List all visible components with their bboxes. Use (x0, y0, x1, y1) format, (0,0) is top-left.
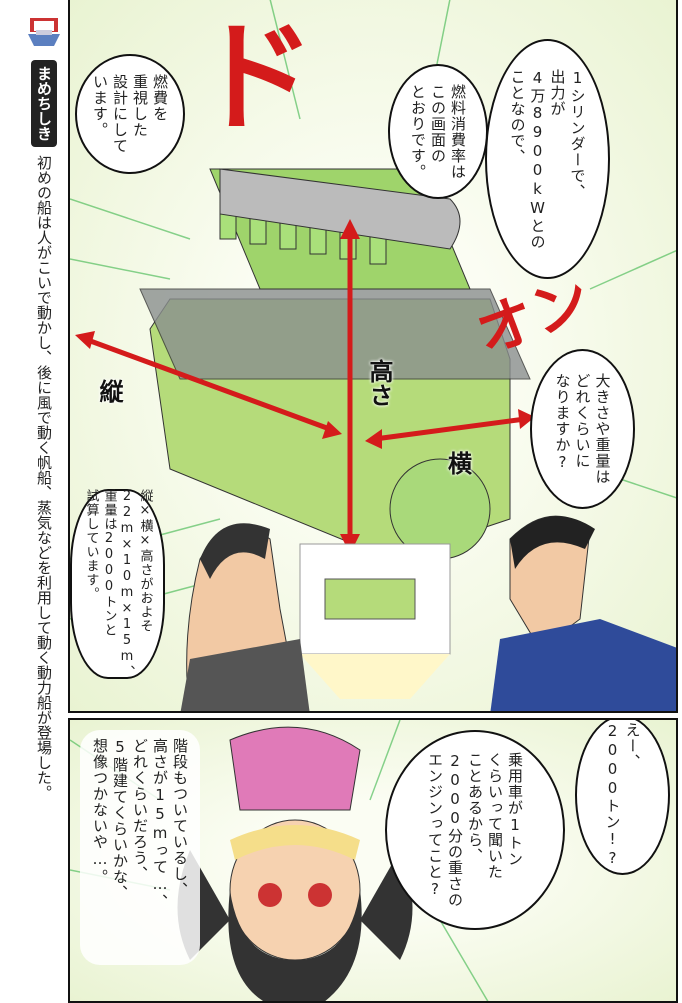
bubble-line: ことあるから、 (466, 752, 484, 864)
thought-text-stairs: 階段もついているし、高さが15mって…、どれくらいだろう、5階建てくらいかな、想… (80, 730, 200, 965)
bubble-line: 燃費を (151, 74, 169, 122)
speech-bubble-car: 乗用車が1トンくらいって聞いたことあるから、2000分の重さのエンジンってこと? (385, 730, 565, 930)
bubble-line: えー、 (623, 722, 642, 770)
bubble-line: 2000分の重さの (446, 752, 464, 908)
speech-bubble-design: 燃費を重視した設計にしています。 (75, 54, 185, 174)
bubble-line: 縦×横×高さがおよそ (137, 489, 153, 633)
bubble-line: 乗用車が1トン (506, 752, 524, 867)
bubble-line: 燃料消費率は (449, 83, 467, 180)
bubble-line: くらいって聞いた (486, 752, 504, 880)
bubble-line: います。 (91, 74, 109, 138)
bubble-line: どれくらいだろう、 (131, 738, 149, 882)
speech-bubble-surprise: えー、2000トン!? (575, 720, 670, 875)
engine-illustration (70, 0, 676, 711)
bubble-line: 5階建てくらいかな、 (111, 738, 129, 901)
bubble-line: 1シリンダーで、 (568, 68, 587, 200)
bubble-line: 階段もついているし、 (171, 738, 189, 898)
speech-bubble-fuel: 燃料消費率はこの画面のとおりです。 (388, 64, 488, 199)
bubble-line: 重量は2000トンと (101, 489, 117, 637)
panel-girl-reaction: えー、2000トン!? 乗用車が1トンくらいって聞いたことあるから、2000分の… (68, 718, 678, 1003)
bubble-line: 2000トン!? (603, 722, 622, 868)
ship-logo-icon (28, 18, 60, 46)
bubble-line: とおりです。 (409, 83, 427, 180)
sidebar: まめちしき 初めの船は人がこいで動かし、後に風で動く帆船、蒸気などを利用して動く… (0, 0, 68, 1000)
bubble-line: どれくらいに (573, 373, 592, 469)
bubble-line: この画面の (429, 83, 447, 164)
sidebar-trivia-text: 初めの船は人がこいで動かし、後に風で動く帆船、蒸気などを利用して動く動力船が登場… (35, 155, 53, 800)
bubble-line: 22m×10m×15m、 (119, 489, 135, 679)
bubble-line: 想像つかないや…。 (91, 738, 109, 885)
label-tate: 縦 (95, 379, 123, 403)
bubble-line: 大きさや重量は (593, 373, 612, 485)
label-takasa: 高さ (365, 359, 393, 407)
bubble-line: エンジンってこと? (426, 752, 444, 899)
bubble-line: 重視した (131, 74, 149, 138)
bubble-line: 出力が (548, 68, 567, 117)
bubble-line: 高さが15mって…、 (151, 738, 169, 910)
bubble-line: 試算しています。 (83, 489, 99, 601)
mame-chishiki-label: まめちしき (31, 60, 57, 147)
sfx-do: ド (195, 9, 315, 148)
bubble-line: 設計にして (111, 74, 129, 154)
speech-bubble-question: 大きさや重量はどれくらいになりますか? (530, 349, 635, 509)
bubble-line: ことなので、 (508, 68, 527, 165)
girl-illustration (70, 720, 489, 1001)
label-yoko: 横 (448, 450, 472, 478)
bubble-line: なりますか? (553, 373, 572, 472)
bubble-line: 4万8900kWとの (528, 68, 547, 250)
